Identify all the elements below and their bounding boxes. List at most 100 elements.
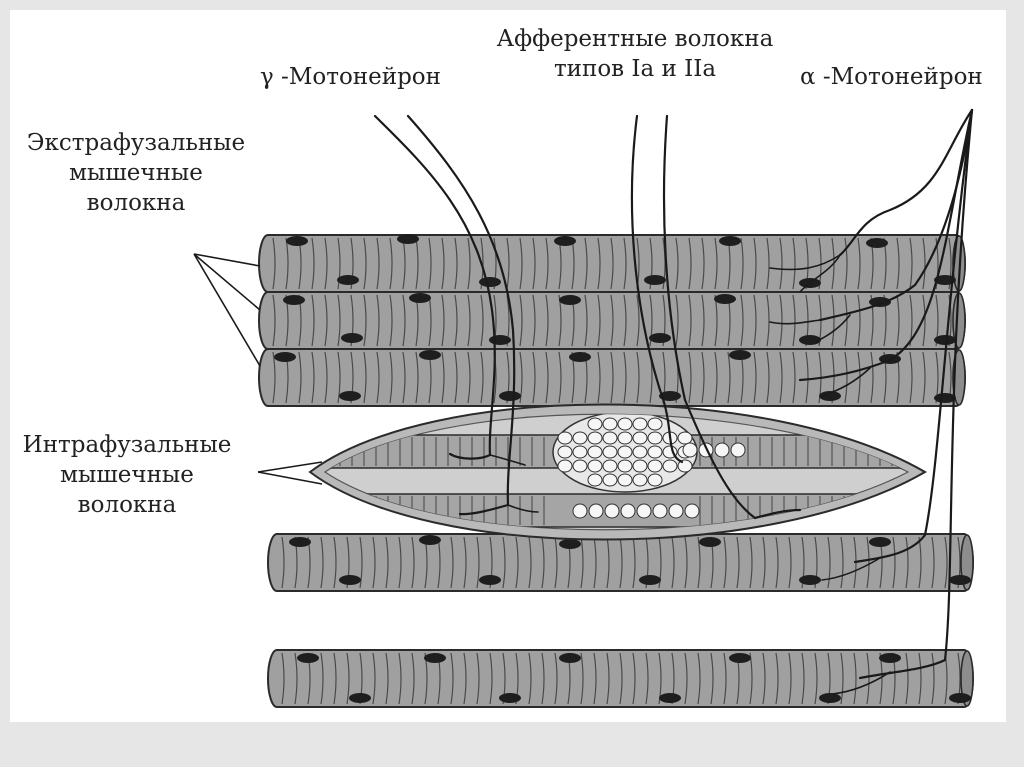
nucleus-chain [682,442,698,458]
nucleus [879,653,901,663]
slide: Экстрафузальные мышечные волокна Интрафу… [10,10,1006,722]
nucleus [559,295,581,305]
nucleus [869,537,891,547]
nucleus-cell [662,459,678,473]
nucleus-cell [587,459,603,473]
striation [753,237,757,290]
striation [909,351,913,404]
nucleus-cell [617,473,633,487]
striation [779,294,783,347]
striation [584,237,588,290]
striation [294,652,298,705]
striation [844,294,848,347]
nucleus [337,275,359,285]
striation [675,294,679,347]
label-intrafusal-line-1: Интрафузальные [22,432,232,458]
nucleus-cell [677,459,693,473]
nucleus-cell [602,445,618,459]
alpha-branch-5a [831,671,891,695]
striation [701,351,705,404]
striation [467,351,471,404]
nucleus [729,653,751,663]
striation [320,536,324,589]
striation [454,237,458,290]
striation [606,536,610,589]
striation [372,652,376,705]
pointer-extrafusal [193,253,261,311]
striation [554,536,558,589]
striation [753,351,757,404]
gamma-nerve-1-branch [489,454,526,466]
striation [298,351,302,404]
nucleus [339,575,361,585]
striation [766,351,770,404]
nucleus-cell [647,445,663,459]
gamma-nerve-2 [406,114,516,516]
striation [779,351,783,404]
striation [662,237,666,290]
nucleus-cell [632,417,648,431]
striation [827,536,831,589]
striation [844,351,848,404]
nucleus-cell [617,417,633,431]
striation [766,294,770,347]
striation [281,536,285,589]
striation [762,536,766,589]
striation [402,294,406,347]
striation [918,652,922,705]
striation [584,294,588,347]
striation [376,351,380,404]
nucleus-cell [617,459,633,473]
nucleus-cell [632,459,648,473]
nucleus-cell [602,431,618,445]
striation [337,294,341,347]
striation [671,536,675,589]
nucleus [339,391,361,401]
label-gamma-motoneuron: γ -Мотонейрон [260,64,441,90]
striation [749,536,753,589]
striation [324,237,328,290]
label-afferent-line-1: Афферентные волокна [496,26,774,52]
striation [762,652,766,705]
nucleus-cell [587,473,603,487]
striation [636,351,640,404]
striation [532,237,536,290]
striation [649,237,653,290]
striation [623,237,627,290]
striation [402,351,406,404]
nucleus-chain [572,503,588,519]
nucleus-chain [588,503,604,519]
striation [337,237,341,290]
nucleus [799,575,821,585]
striation [727,351,731,404]
nucleus-cell [677,431,693,445]
striation [545,237,549,290]
striation [385,536,389,589]
label-intrafusal-fibers: Интрафузальные мышечные волокна [10,430,244,520]
nucleus-cell [617,445,633,459]
striation [363,294,367,347]
nucleus [559,539,581,549]
striation [610,351,614,404]
nucleus [869,297,891,307]
striation [363,237,367,290]
striation [892,536,896,589]
nucleus [479,575,501,585]
nucleus [559,653,581,663]
nucleus [554,236,576,246]
alpha-branch-3a [821,367,871,397]
striation [840,536,844,589]
striation [320,652,324,705]
striation [866,652,870,705]
striation [866,536,870,589]
striation [454,294,458,347]
afferent-nerve-ia [630,114,684,464]
striation [792,237,796,290]
striation [853,652,857,705]
striation [896,294,900,347]
striation [272,351,276,404]
alpha-nerve-4 [853,108,974,564]
striation [337,351,341,404]
striation [736,536,740,589]
striation [411,652,415,705]
